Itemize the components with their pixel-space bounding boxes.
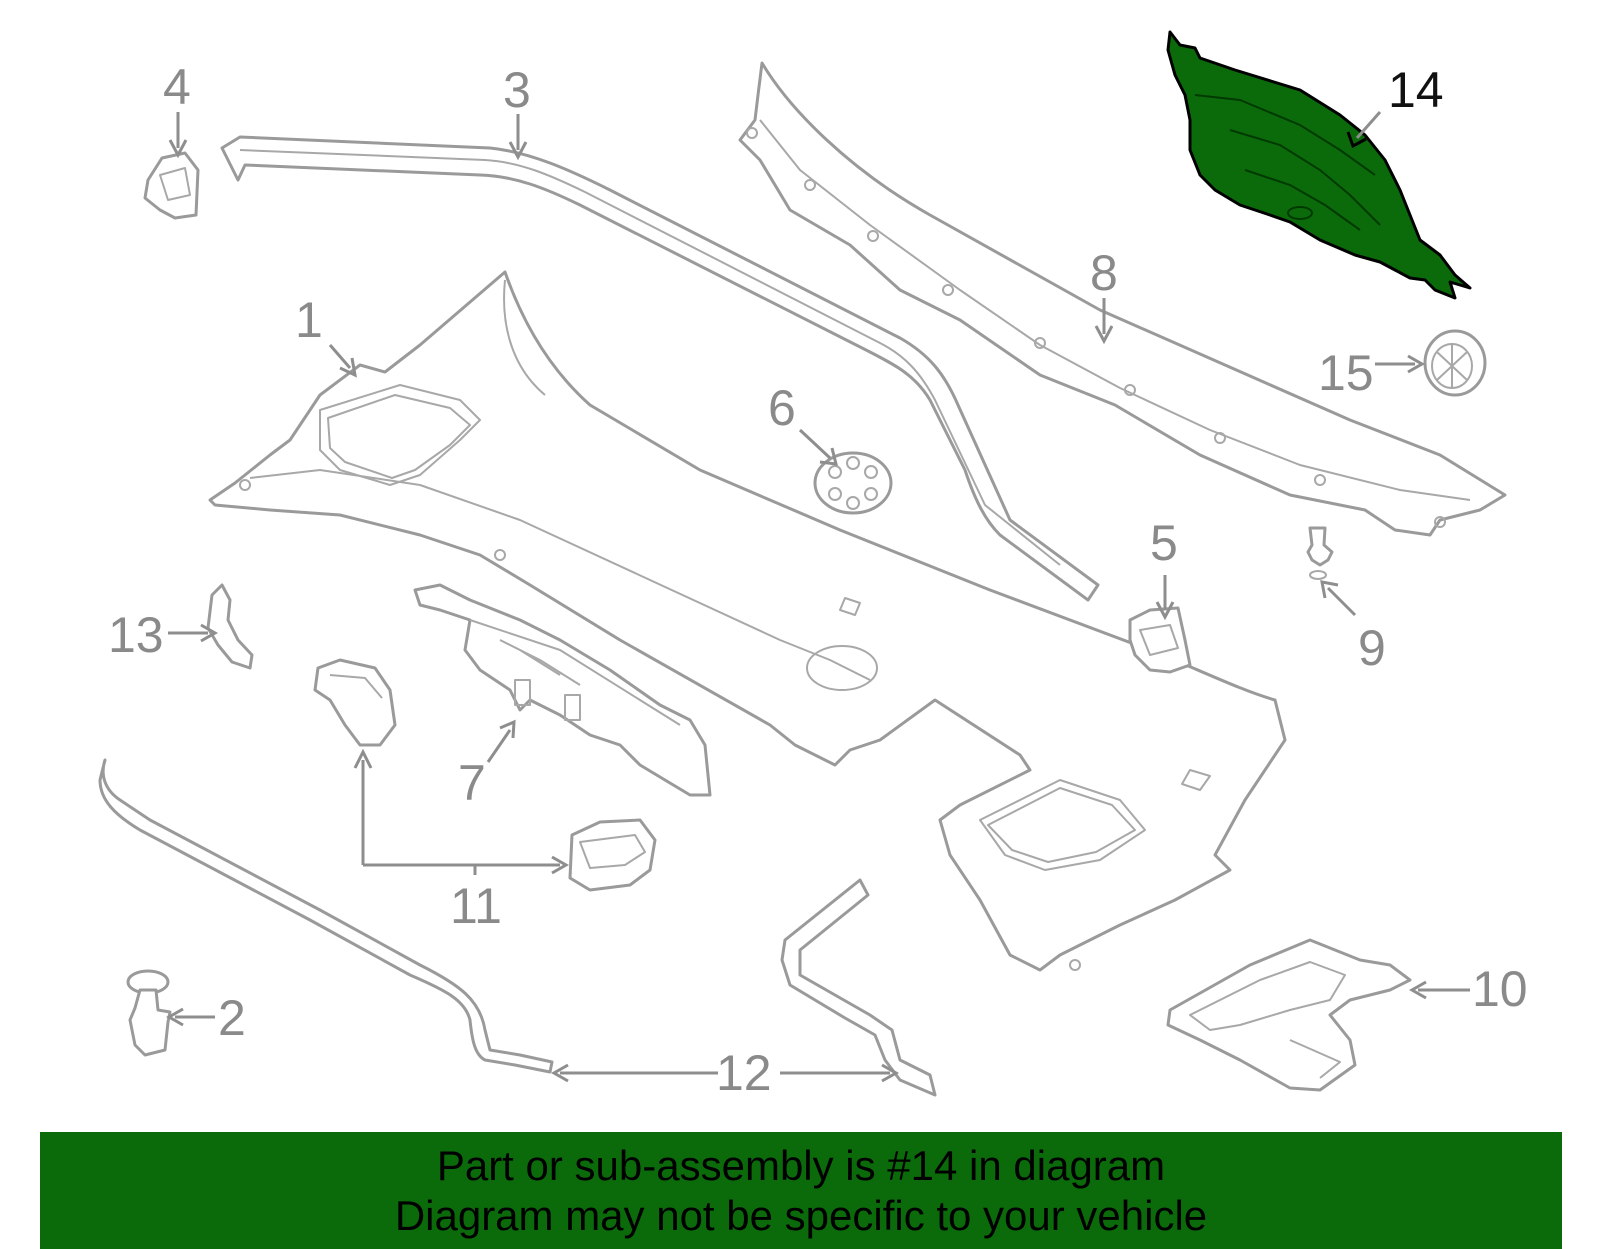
part-14-shape[interactable] (1166, 30, 1472, 300)
part-11-bracket-b[interactable] (568, 818, 657, 892)
callout-4[interactable]: 4 (163, 59, 191, 115)
part-9-pin[interactable] (1306, 526, 1334, 580)
callouts: 4 3 1 8 6 15 5 9 13 7 11 10 2 12 14 (108, 59, 1528, 1101)
callout-8[interactable]: 8 (1090, 245, 1118, 301)
callout-10[interactable]: 10 (1472, 961, 1528, 1017)
callout-2[interactable]: 2 (218, 990, 246, 1046)
callout-13[interactable]: 13 (108, 607, 164, 663)
part-8-cowl-panel[interactable] (738, 61, 1507, 537)
part-4-clip[interactable] (143, 151, 200, 220)
callout-7[interactable]: 7 (458, 755, 486, 811)
part-6-cover[interactable] (813, 451, 893, 515)
part-11-bracket-a[interactable] (313, 658, 397, 747)
callout-15[interactable]: 15 (1318, 345, 1374, 401)
callout-6[interactable]: 6 (768, 380, 796, 436)
part-2-clip[interactable] (126, 969, 172, 1057)
callout-5[interactable]: 5 (1150, 515, 1178, 571)
callout-1[interactable]: 1 (295, 292, 323, 348)
part-15-grommet[interactable] (1423, 329, 1487, 397)
info-banner: Part or sub-assembly is #14 in diagram D… (40, 1132, 1562, 1249)
leader-lines (165, 111, 1470, 1083)
part-13-bracket[interactable] (206, 583, 254, 670)
part-14-highlighted[interactable] (1166, 30, 1472, 300)
callout-3[interactable]: 3 (503, 62, 531, 118)
callout-11[interactable]: 11 (450, 878, 502, 934)
part-12-seal-right[interactable] (780, 878, 937, 1097)
banner-line-1: Part or sub-assembly is #14 in diagram (436, 1141, 1166, 1189)
part-3-trim-strip[interactable] (220, 135, 1100, 602)
callout-9[interactable]: 9 (1358, 620, 1386, 676)
part-1-cowl-grille[interactable] (208, 270, 1287, 972)
callout-14[interactable]: 14 (1388, 62, 1444, 118)
banner-line-2: Diagram may not be specific to your vehi… (394, 1191, 1208, 1239)
callout-12[interactable]: 12 (716, 1045, 772, 1101)
part-12-seal-left[interactable] (98, 758, 554, 1074)
part-7-bracket[interactable] (413, 583, 712, 797)
part-10-tray[interactable] (1166, 938, 1412, 1092)
